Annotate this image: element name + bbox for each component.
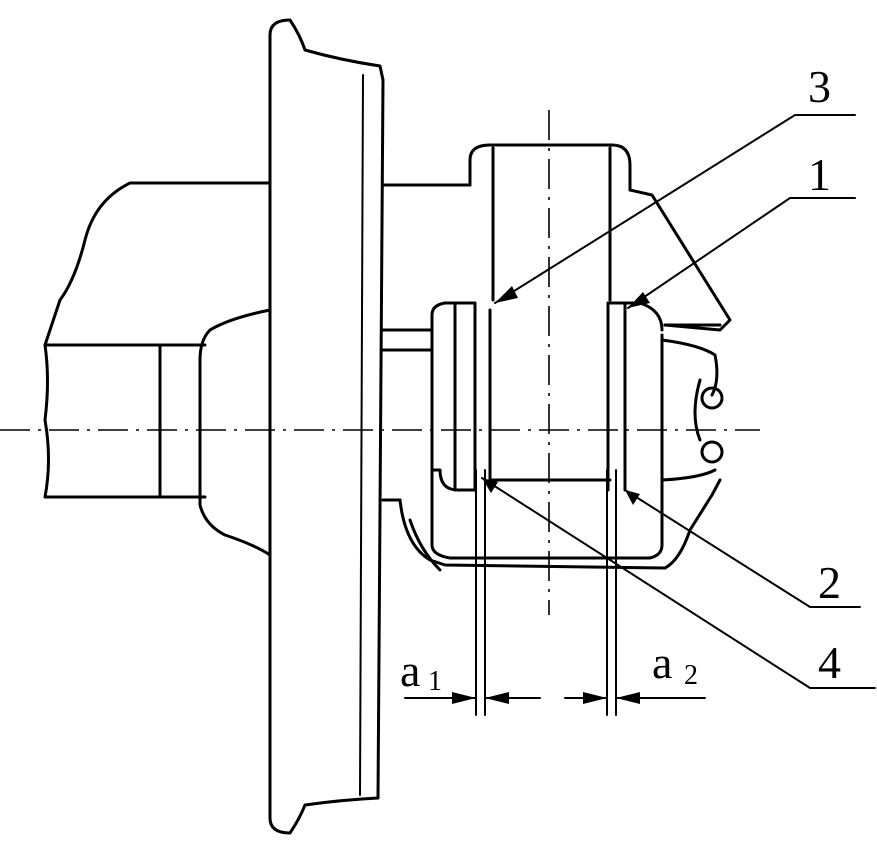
dim-a2-sub: 2 xyxy=(684,660,698,691)
bearing-housing xyxy=(398,143,732,572)
center-lines xyxy=(0,110,760,615)
hub-flange xyxy=(198,308,272,557)
dim-a1-base: a xyxy=(400,645,420,696)
callout-4: 4 xyxy=(818,637,841,688)
callout-2: 2 xyxy=(818,557,841,608)
callout-3: 3 xyxy=(808,61,831,112)
bolt-bottom xyxy=(700,440,724,464)
dimension-lines xyxy=(404,469,706,716)
bolt-top xyxy=(700,386,724,410)
leader-lines xyxy=(481,114,876,689)
end-cap xyxy=(660,323,724,482)
axle-stub xyxy=(381,183,472,502)
callout-1: 1 xyxy=(808,149,831,200)
dim-a1-sub: 1 xyxy=(428,666,442,697)
axle-body xyxy=(43,181,272,499)
dim-a2-base: a xyxy=(652,637,672,688)
wheel-disc xyxy=(268,18,385,835)
roller-assembly xyxy=(430,301,664,560)
